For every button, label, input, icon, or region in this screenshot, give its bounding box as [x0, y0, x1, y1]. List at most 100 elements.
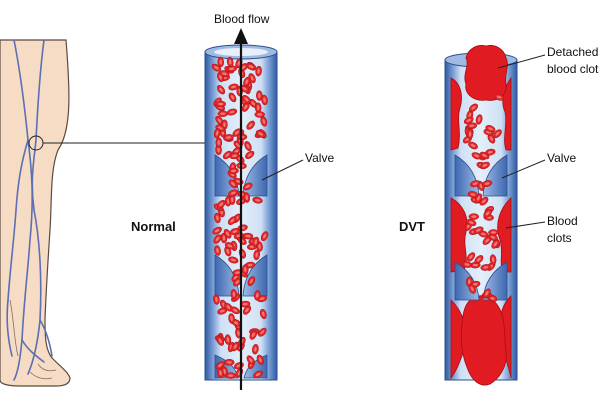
blood-clots-label-line2: clots	[547, 231, 572, 245]
blood-flow-label: Blood flow	[214, 12, 270, 26]
foot-toe-line-2	[37, 363, 57, 372]
red-blood-cell	[246, 120, 255, 130]
red-blood-cell	[261, 94, 268, 106]
red-blood-cell	[254, 102, 262, 113]
leg-inner-curve	[9, 299, 19, 357]
red-blood-cell	[253, 249, 260, 261]
red-blood-cell	[216, 336, 225, 346]
red-blood-cell	[244, 141, 252, 152]
red-blood-cell	[246, 62, 257, 71]
red-blood-cell	[466, 218, 477, 227]
red-blood-cell	[473, 226, 484, 234]
red-blood-cell	[213, 234, 222, 244]
red-blood-cell	[480, 264, 491, 271]
red-blood-cell	[479, 196, 489, 206]
red-blood-cell	[466, 252, 476, 262]
dvt-detached-clot	[464, 45, 508, 101]
valve-dvt-leader	[501, 159, 546, 179]
red-blood-cell	[214, 245, 221, 256]
red-blood-cell	[247, 276, 256, 286]
red-blood-cell	[245, 150, 255, 159]
red-blood-cell	[252, 236, 260, 248]
red-blood-cell	[230, 306, 241, 315]
red-blood-cell	[228, 313, 235, 324]
red-blood-cell	[228, 179, 238, 189]
red-blood-cell	[216, 200, 226, 209]
dvt-label: DVT	[399, 219, 425, 234]
red-blood-cell	[461, 261, 473, 268]
red-blood-cell	[489, 254, 497, 265]
red-blood-cell	[228, 194, 236, 205]
red-blood-cell	[483, 288, 491, 299]
red-blood-cell	[242, 95, 251, 104]
foot-toe-line	[29, 371, 53, 380]
red-blood-cell	[228, 167, 239, 175]
red-blood-cell	[253, 370, 263, 379]
blood-clots-leader	[505, 221, 546, 229]
red-blood-cell	[214, 212, 221, 224]
red-blood-cell	[479, 161, 490, 170]
red-blood-cell	[470, 180, 481, 188]
red-blood-cell	[219, 70, 230, 78]
red-blood-cell	[479, 151, 490, 160]
red-blood-cell	[467, 191, 479, 198]
blood-clots-label-line1: Blood	[547, 214, 578, 228]
red-blood-cell	[217, 110, 229, 117]
red-blood-cell	[468, 141, 478, 150]
red-blood-cell	[228, 83, 239, 91]
dvt-red-blood-cells	[461, 93, 505, 302]
dvt-vein	[444, 45, 546, 386]
red-blood-cell	[257, 327, 267, 337]
red-blood-cell	[216, 85, 226, 95]
red-blood-cell	[252, 343, 259, 355]
red-blood-cell	[215, 144, 222, 156]
red-blood-cell	[252, 196, 263, 204]
red-blood-cell	[215, 100, 226, 108]
red-blood-cell	[255, 65, 262, 77]
red-blood-cell	[231, 341, 240, 352]
red-blood-cell	[242, 305, 252, 315]
red-blood-cell	[485, 125, 496, 133]
valve-dvt-label: Valve	[547, 151, 577, 165]
red-blood-cell	[485, 148, 496, 156]
red-blood-cell	[242, 182, 253, 191]
red-blood-cell	[471, 152, 482, 160]
red-blood-cell	[223, 134, 234, 141]
red-blood-cell	[468, 283, 476, 294]
red-blood-cell	[228, 92, 237, 103]
red-blood-cell	[468, 103, 479, 112]
red-blood-cell	[491, 239, 500, 249]
red-blood-cell	[227, 216, 237, 225]
red-blood-cell	[246, 355, 255, 365]
valve-normal-label: Valve	[305, 151, 335, 165]
red-blood-cell	[475, 114, 483, 125]
red-blood-cell	[466, 128, 474, 140]
red-blood-cell	[212, 226, 222, 235]
red-blood-cell	[228, 189, 239, 197]
red-blood-cell	[249, 329, 258, 340]
red-blood-cell	[213, 128, 221, 139]
red-blood-cell	[493, 129, 502, 139]
valve-normal-leader	[261, 159, 304, 181]
red-blood-cell	[481, 180, 493, 188]
red-blood-cell	[225, 372, 236, 379]
red-blood-cell	[255, 130, 266, 138]
red-blood-cell	[226, 108, 238, 116]
red-blood-cell	[243, 192, 251, 203]
red-blood-cell	[242, 264, 249, 275]
red-blood-cell	[243, 76, 251, 87]
normal-vein	[204, 28, 304, 390]
detached-clot-leader	[497, 54, 546, 69]
red-blood-cell	[224, 359, 235, 366]
red-blood-cell	[217, 56, 224, 68]
detached-clot-label-line2: blood clot	[547, 62, 599, 76]
red-blood-cell	[260, 116, 268, 127]
red-blood-cell	[213, 294, 220, 305]
red-blood-cell	[217, 307, 228, 315]
red-blood-cell	[482, 236, 492, 245]
red-blood-cell	[468, 213, 480, 220]
red-blood-cell	[226, 56, 234, 68]
red-blood-cell	[260, 231, 269, 242]
red-blood-cell	[254, 111, 265, 118]
